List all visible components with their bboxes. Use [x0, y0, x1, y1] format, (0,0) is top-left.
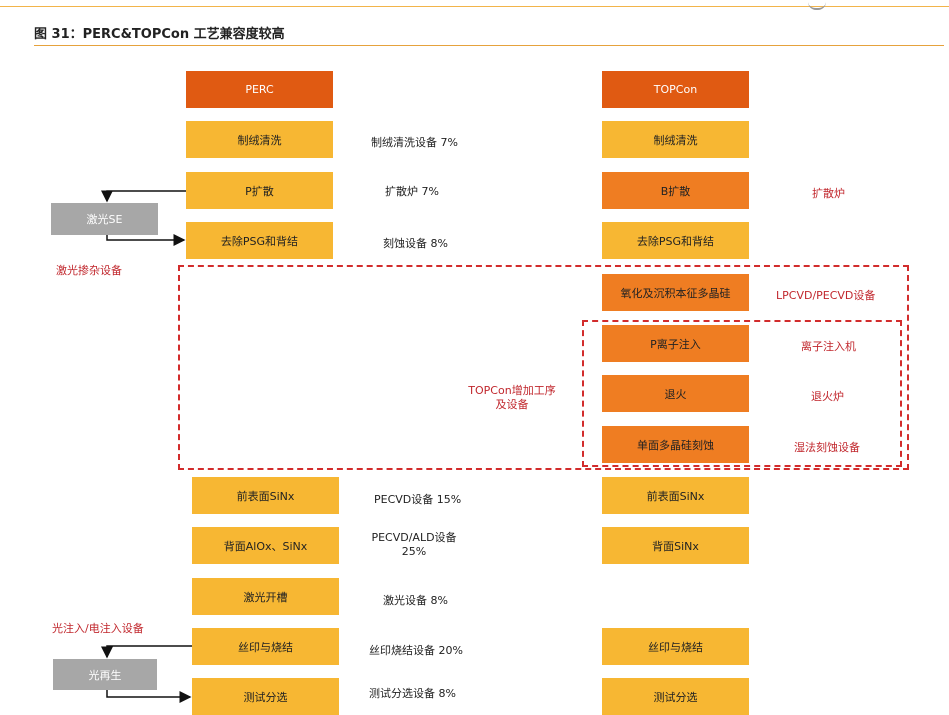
perc-step-p-diffusion: P扩散: [186, 172, 333, 209]
topcon-step-printing-firing: 丝印与烧结: [602, 628, 749, 665]
topcon-step-p-ion-implant: P离子注入: [602, 325, 749, 362]
topcon-step-front-sinx: 前表面SiNx: [602, 477, 749, 514]
topcon-step-poly-etching: 单面多晶硅刻蚀: [602, 426, 749, 463]
topcon-step-annealing: 退火: [602, 375, 749, 412]
topcon-step-psg-removal: 去除PSG和背结: [602, 222, 749, 259]
perc-step-front-sinx: 前表面SiNx: [192, 477, 339, 514]
topcon-step-testing-sorting: 测试分选: [602, 678, 749, 715]
perc-header: PERC: [186, 71, 333, 108]
top-rule: [0, 6, 949, 7]
figure-title: 图 31：PERC&TOPCon 工艺兼容度较高: [34, 27, 285, 42]
topcon-step-rear-sinx: 背面SiNx: [602, 527, 749, 564]
topcon-step-b-diffusion: B扩散: [602, 172, 749, 209]
top-mark: [808, 2, 826, 10]
arrow-laser-se-to-psg-removal: [106, 234, 186, 246]
light-injection-equipment-label: 光注入/电注入设备: [52, 622, 144, 635]
topcon-equipment-lpcvd: LPCVD/PECVD设备: [776, 289, 876, 302]
title-rule: [34, 45, 944, 46]
arrow-printing-to-light-regen: [101, 645, 192, 659]
topcon-added-process-region: [178, 265, 909, 470]
topcon-equipment-ion-implanter: 离子注入机: [801, 340, 856, 353]
perc-step-testing-sorting: 测试分选: [192, 678, 339, 715]
perc-equipment-etching: 刻蚀设备 8%: [383, 237, 448, 250]
perc-equipment-pecvd: PECVD设备 15%: [374, 493, 462, 506]
topcon-added-process-label: TOPCon增加工序 及设备: [468, 384, 556, 411]
perc-step-psg-removal: 去除PSG和背结: [186, 222, 333, 259]
perc-step-laser-grooving: 激光开槽: [192, 578, 339, 615]
arrow-p-diffusion-to-laser-se: [101, 190, 186, 203]
arrow-light-regen-to-testing: [106, 690, 192, 703]
topcon-equipment-annealing: 退火炉: [811, 390, 844, 403]
perc-equipment-pecvd-ald: PECVD/ALD设备 25%: [371, 531, 457, 558]
topcon-equipment-wet-etching: 湿法刻蚀设备: [794, 441, 860, 454]
perc-equipment-printing: 丝印烧结设备 20%: [369, 644, 463, 657]
perc-step-printing-firing: 丝印与烧结: [192, 628, 339, 665]
laser-se-box: 激光SE: [51, 203, 158, 235]
perc-equipment-texturing: 制绒清洗设备 7%: [371, 136, 458, 149]
perc-step-texturing: 制绒清洗: [186, 121, 333, 158]
light-regeneration-box: 光再生: [53, 659, 157, 690]
perc-equipment-diffusion: 扩散炉 7%: [385, 185, 439, 198]
topcon-step-texturing: 制绒清洗: [602, 121, 749, 158]
topcon-equipment-diffusion: 扩散炉: [812, 187, 845, 200]
topcon-step-oxidation-poly: 氧化及沉积本征多晶硅: [602, 274, 749, 311]
perc-step-rear-passivation: 背面AlOx、SiNx: [192, 527, 339, 564]
perc-equipment-testing: 测试分选设备 8%: [369, 687, 456, 700]
laser-doping-equipment-label: 激光掺杂设备: [56, 264, 122, 277]
topcon-header: TOPCon: [602, 71, 749, 108]
perc-equipment-laser: 激光设备 8%: [383, 594, 448, 607]
topcon-implant-region: [582, 320, 902, 467]
